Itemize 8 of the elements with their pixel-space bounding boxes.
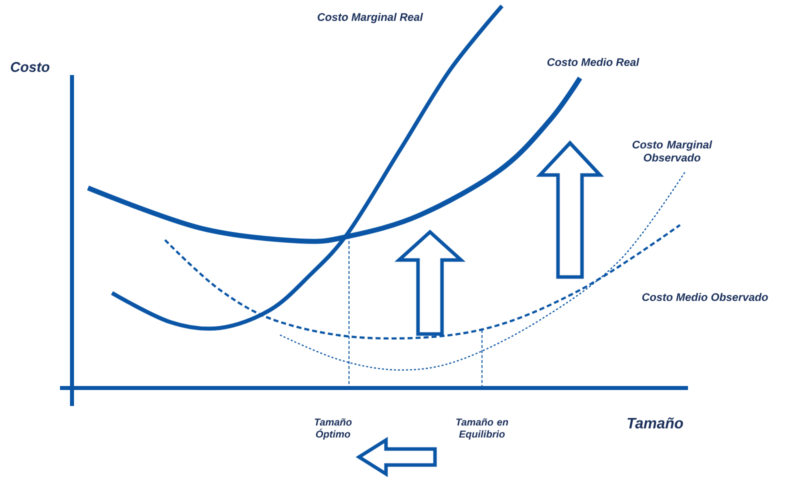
size-label: Tamaño en Equilibrio [456,418,508,440]
size-label: Tamaño Óptimo [314,418,352,440]
curve-label: Costo Medio Observado [642,292,768,302]
curve-label: Costo Medio Real [547,58,640,66]
axis-label: Costo [10,62,50,72]
curve-label: Costo Marginal Observado [632,140,712,162]
curve-label: Costo Marginal Real [318,12,424,24]
axis-label: Tamaño [628,418,683,428]
